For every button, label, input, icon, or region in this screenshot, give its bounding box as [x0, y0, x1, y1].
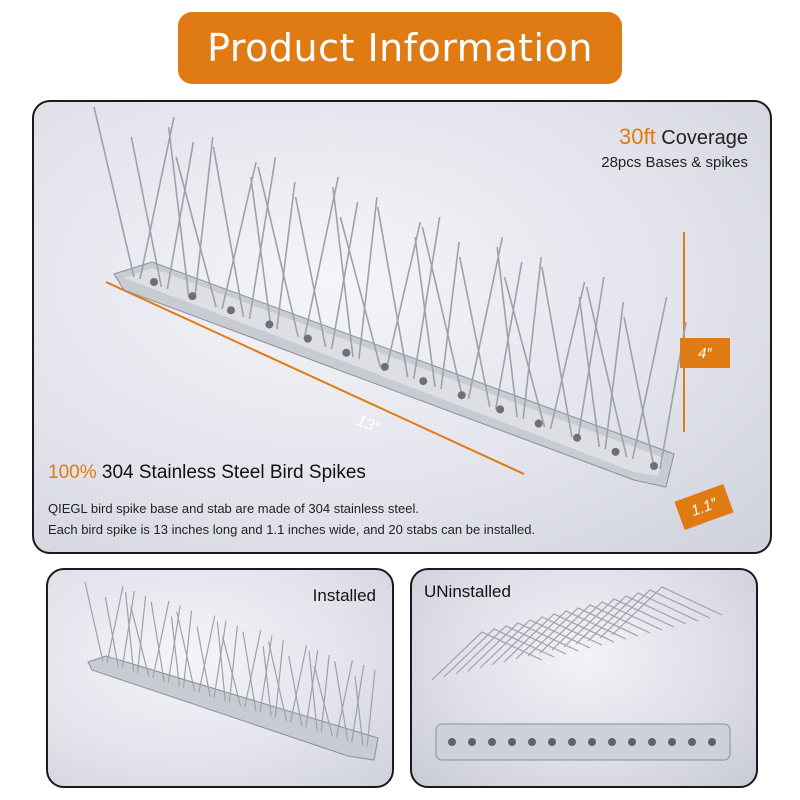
installed-illustration	[84, 581, 379, 761]
installed-spike-rods	[84, 581, 376, 748]
feature-title: 100% 304 Stainless Steel Bird Spikes	[48, 462, 366, 484]
bird-spike-illustration	[93, 106, 687, 488]
feature-title-text: 304 Stainless Steel Bird Spikes	[101, 462, 366, 483]
uninstalled-illustration	[431, 586, 731, 761]
base-holes	[150, 278, 658, 470]
uninstalled-label: UNinstalled	[424, 582, 511, 601]
coverage-info: 30ft Coverage 28pcs Bases & spikes	[601, 124, 748, 171]
uninstalled-panel: UNinstalled	[410, 568, 758, 788]
feature-percent: 100%	[48, 462, 97, 483]
coverage-label: Coverage	[661, 127, 748, 149]
installed-label: Installed	[312, 586, 376, 605]
installed-base-strip	[87, 655, 379, 761]
spike-rods	[93, 106, 687, 470]
loose-base-strip	[435, 723, 731, 761]
main-product-panel: 30ft Coverage 28pcs Bases & spikes 13″ 4…	[32, 100, 772, 554]
coverage-amount: 30ft	[619, 124, 656, 149]
feature-line-2: Each bird spike is 13 inches long and 1.…	[48, 522, 536, 537]
strip-holes	[448, 738, 716, 746]
height-label: 4″	[680, 338, 730, 368]
coverage-sub: 28pcs Bases & spikes	[601, 154, 748, 171]
installed-panel: Installed	[46, 568, 394, 788]
length-dimension-line	[105, 281, 525, 475]
feature-description: QIEGL bird spike base and stab are made …	[48, 498, 535, 540]
feature-line-1: QIEGL bird spike base and stab are made …	[48, 501, 419, 516]
page-title: Product Information	[178, 12, 622, 84]
loose-spike-rods	[431, 586, 723, 681]
